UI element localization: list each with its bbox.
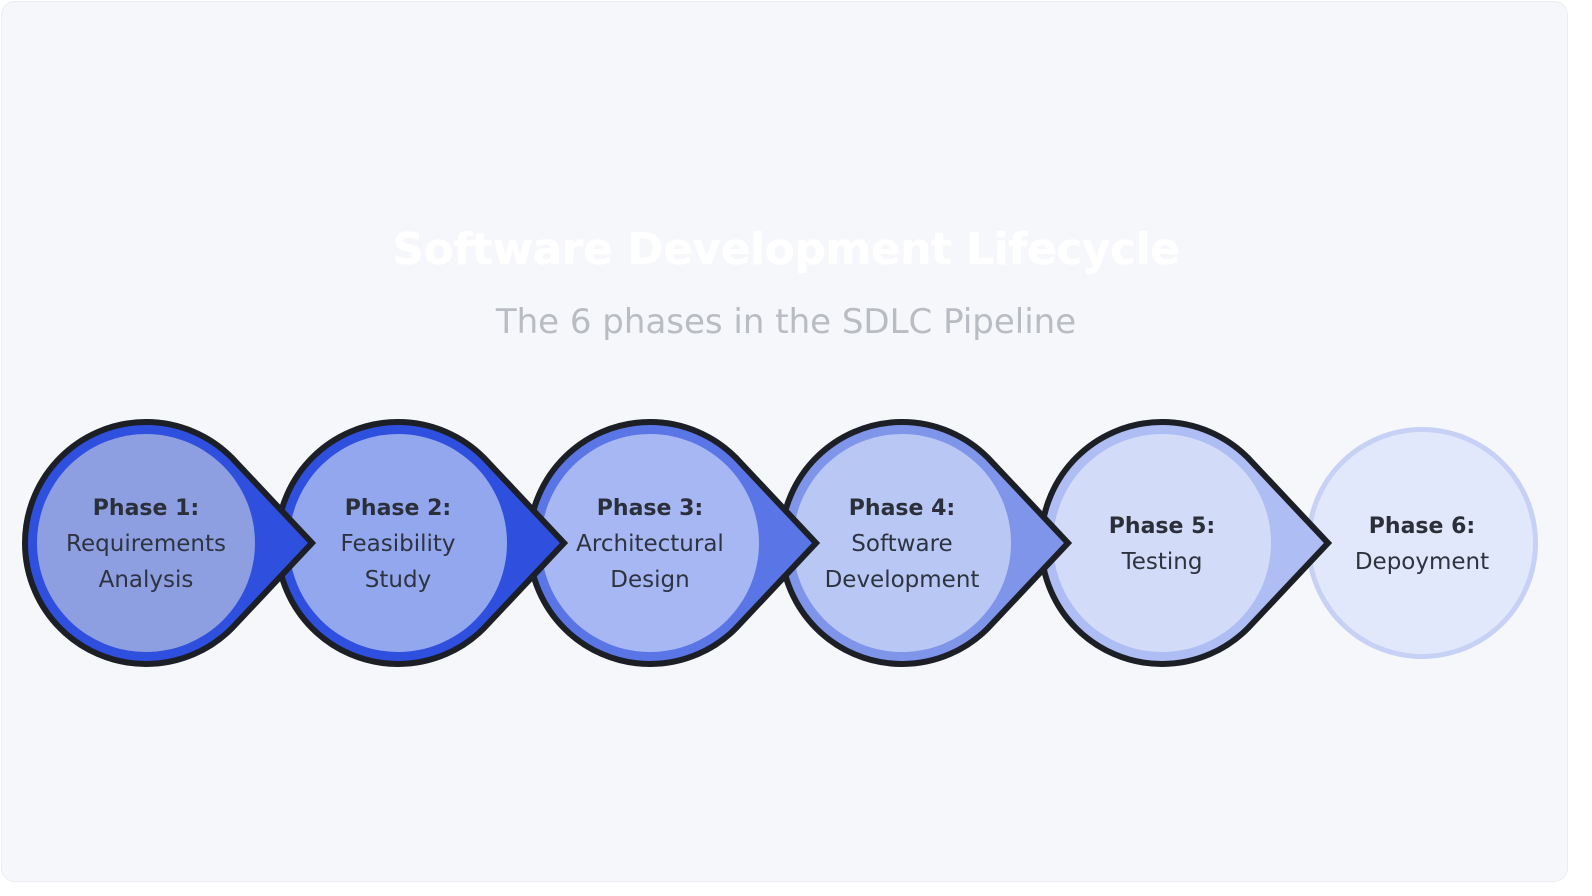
phase-3-number: Phase 3: [597,496,703,521]
slide-card: Software Development Lifecycle The 6 pha… [1,1,1568,882]
phase-6-node: Phase 6: Depoyment [1306,427,1538,659]
phase-5-node: Phase 5: Testing [1038,419,1333,667]
phase-5-number: Phase 5: [1109,514,1215,539]
phase-6-number: Phase 6: [1369,514,1475,539]
phase-2-number: Phase 2: [345,496,451,521]
diagram-subtitle: The 6 phases in the SDLC Pipeline [495,302,1077,342]
phase-4-label-line-2: Development [825,567,980,593]
phase-4-label-line-1: Software [851,531,952,557]
phase-1-circle [37,434,255,652]
phase-1-label-line-2: Analysis [99,567,194,593]
phase-2-circle [289,434,507,652]
phase-2-label-line-2: Study [365,567,431,593]
phase-4-circle [793,434,1011,652]
phase-5-label-line-1: Testing [1121,549,1203,575]
phase-2-label-line-1: Feasibility [341,531,456,557]
phase-3-label-line-1: Architectural [576,531,724,557]
phase-4-number: Phase 4: [849,496,955,521]
phase-3-circle [541,434,759,652]
phase-3-label-line-2: Design [610,567,689,593]
phase-5-circle [1053,434,1271,652]
phase-6-label-line-1: Depoyment [1355,549,1489,575]
phase-1-label-line-1: Requirements [66,531,226,557]
phase-1-number: Phase 1: [93,496,199,521]
phase-6-circle [1311,432,1533,654]
diagram-title: Software Development Lifecycle [392,224,1180,275]
